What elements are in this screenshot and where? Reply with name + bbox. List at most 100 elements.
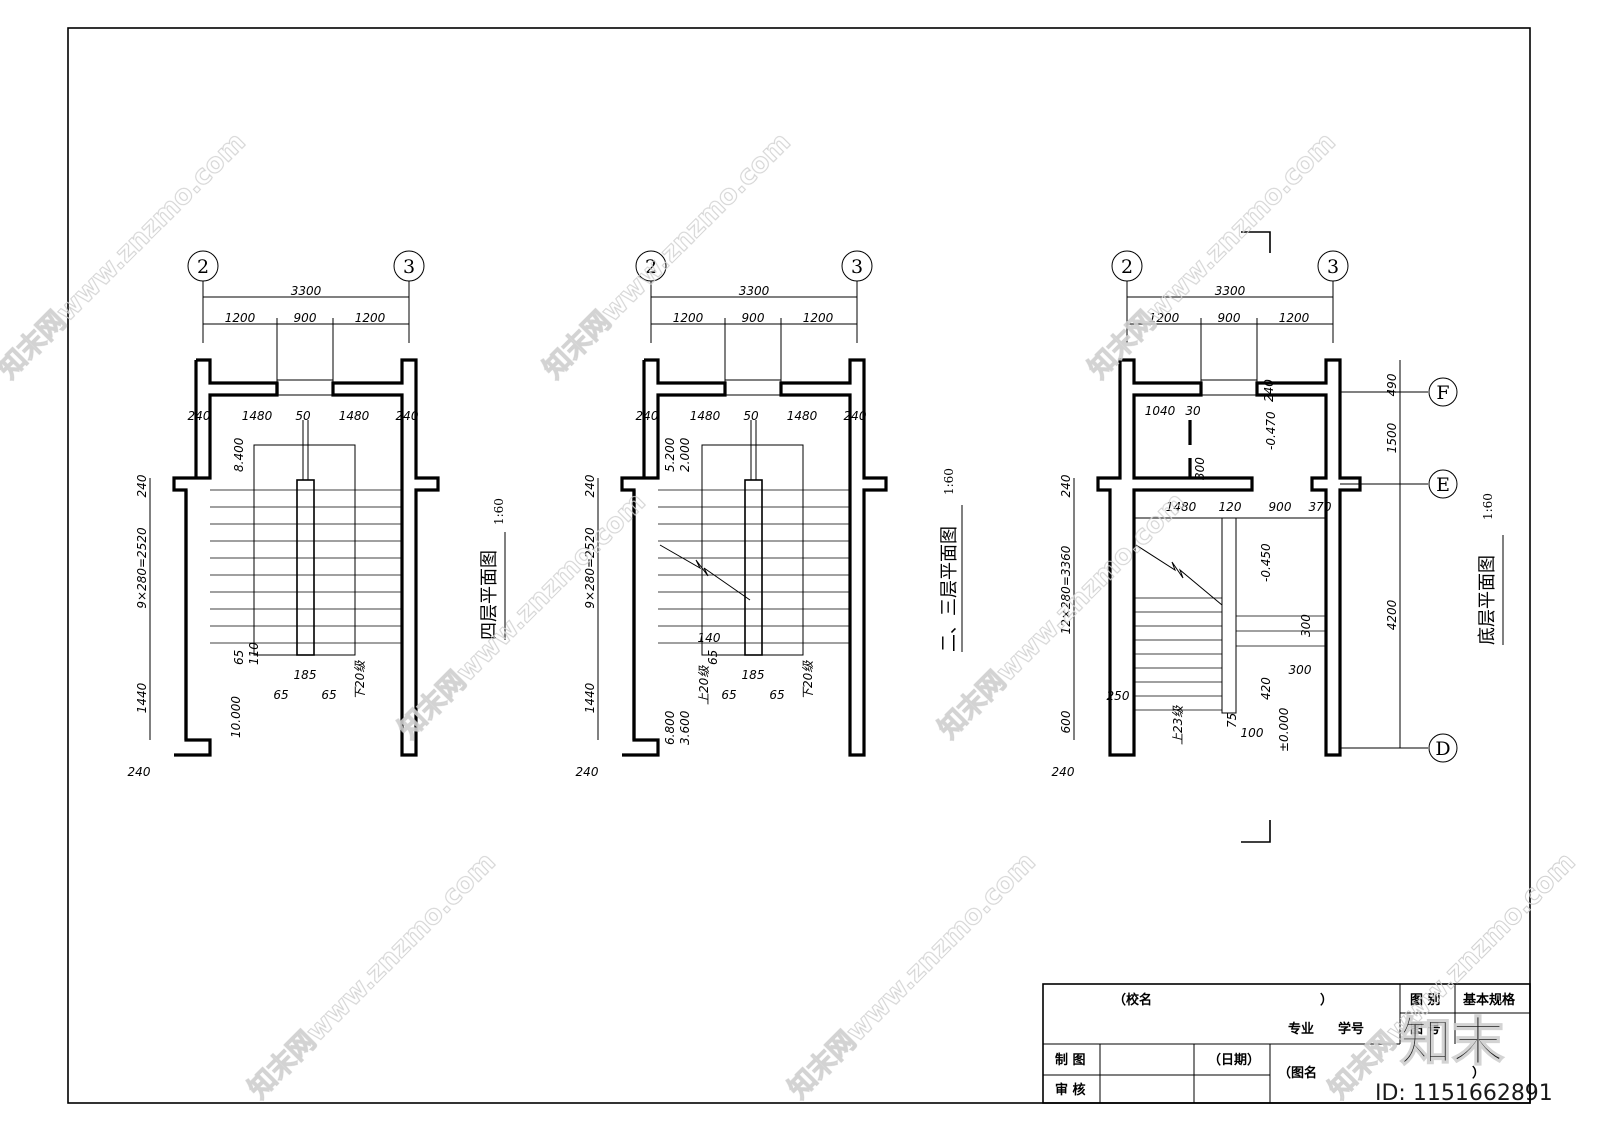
dim-seg: 1200 [803, 311, 834, 325]
title-block: （校名 ） 专业 学号 制 图 审 核 （日期） （图名 ） 图 别 基本规格 … [1042, 983, 1531, 1104]
stair-treads [1134, 597, 1326, 711]
elevation-mark: 10.000 [229, 696, 243, 738]
dim-seg: 1200 [673, 311, 704, 325]
axis-label: 2 [645, 256, 657, 278]
dim-inner: 240 [396, 409, 419, 423]
stair-note: 65 [273, 688, 288, 702]
stair-note: 65 [706, 650, 720, 665]
dim-total: 3300 [291, 284, 322, 298]
drawing-name-close: ） [1472, 1065, 1485, 1081]
stair-note: 下20级 [801, 660, 815, 700]
stair-treads [658, 489, 850, 644]
major-label: 专业 [1288, 1021, 1314, 1037]
stair-note: 110 [247, 642, 261, 665]
stair-note: 65 [769, 688, 784, 702]
plan-scale: 1:60 [942, 468, 956, 495]
dim-seg: 900 [294, 311, 317, 325]
plan-fourth-floor: 2 3 3300 1200 900 1200 240 1480 50 1480 … [128, 250, 506, 779]
dim-inner: 1480 [242, 409, 273, 423]
stair-note: 185 [742, 668, 765, 682]
stair-note: 上20级 [697, 665, 711, 705]
plan-title: 四层平面图 [479, 550, 500, 640]
dim-seg: 1200 [1279, 311, 1310, 325]
dim-inner: 300 [1193, 457, 1207, 480]
dim-inner: 1480 [339, 409, 370, 423]
dim-inner: 240 [1262, 379, 1276, 402]
category-label: 图 别 [1410, 993, 1441, 1008]
stair-note: 140 [698, 631, 721, 645]
dim-left: 9×280=2520 [583, 527, 597, 609]
axis-label: E [1436, 474, 1450, 496]
school-close: ） [1320, 992, 1333, 1008]
watermark: 知末网www.znzmo.com [538, 126, 797, 385]
dim-seg: 1200 [1149, 311, 1180, 325]
stair-note: 100 [1241, 726, 1264, 740]
logo-watermark: 知末 [1400, 1013, 1504, 1073]
axis-label: 3 [851, 256, 863, 278]
dim-inner: 1480 [1166, 500, 1197, 514]
stair-note: 420 [1259, 677, 1273, 700]
student-id-label: 学号 [1338, 1021, 1364, 1037]
dim-left: 240 [135, 474, 149, 497]
dim-inner: 50 [743, 409, 759, 423]
axis-label: 2 [197, 256, 209, 278]
stair-note: 250 [1107, 689, 1130, 703]
dim-left: 240 [576, 765, 599, 779]
plan-ground-floor: 2 3 3300 1200 900 1200 F E D 490 1500 [1052, 231, 1504, 843]
axis-label: 2 [1121, 256, 1133, 278]
sheet-border [67, 27, 1531, 1104]
elevation-mark: 2.000 [678, 437, 692, 472]
plan-second-third-floor: 2 3 3300 1200 900 1200 240 1480 50 1480 … [576, 250, 963, 779]
axis-label: F [1436, 382, 1449, 404]
dim-seg: 900 [742, 311, 765, 325]
dim-inner: 1480 [690, 409, 721, 423]
school-name: （校名 [1113, 992, 1152, 1008]
dim-inner: 120 [1219, 500, 1242, 514]
stair-note: 上23级 [1171, 705, 1185, 745]
dim-inner: 50 [295, 409, 311, 423]
stair-note: 下20级 [353, 660, 367, 700]
stair-note: 300 [1289, 663, 1312, 677]
dim-left: 600 [1059, 710, 1073, 733]
dim-left: 9×280=2520 [135, 527, 149, 609]
dim-left: 240 [128, 765, 151, 779]
stair-note: 300 [1299, 614, 1313, 637]
dim-left: 12×280=3360 [1059, 545, 1073, 634]
dim-inner: 30 [1185, 404, 1201, 418]
plan-title: 底层平面图 [1477, 555, 1498, 645]
date-label: （日期） [1208, 1052, 1260, 1068]
dim-inner: 240 [636, 409, 659, 423]
plan-scale: 1:60 [1481, 493, 1495, 520]
dim-right: 490 [1385, 373, 1399, 396]
reviewer-label: 审 核 [1055, 1082, 1086, 1098]
elevation-mark: -0.450 [1259, 543, 1273, 582]
plan-title: 二、三层平面图 [939, 526, 960, 652]
drawer-label: 制 图 [1055, 1052, 1086, 1068]
dim-left: 240 [1059, 474, 1073, 497]
elevation-mark: 3.600 [678, 710, 692, 745]
stair-note: 65 [232, 650, 246, 665]
dim-inner: 240 [844, 409, 867, 423]
stair-note: 185 [294, 668, 317, 682]
watermark: 知末网www.znzmo.com [243, 846, 502, 1105]
dim-total: 3300 [1215, 284, 1246, 298]
category-value: 基本规格 [1462, 992, 1516, 1008]
axis-label: 3 [1327, 256, 1339, 278]
dim-left: 240 [1052, 765, 1075, 779]
dim-left: 240 [583, 474, 597, 497]
dim-inner: 1480 [787, 409, 818, 423]
dim-total: 3300 [739, 284, 770, 298]
elevation-mark: 5.200 [663, 437, 677, 472]
watermarks: 知末网www.znzmo.com 知末网www.znzmo.com 知末网www… [0, 126, 1582, 1106]
dim-seg: 900 [1218, 311, 1241, 325]
watermark: 知末网www.znzmo.com [933, 486, 1192, 745]
elevation-mark: 6.800 [663, 710, 677, 745]
dim-right: 4200 [1385, 599, 1399, 630]
elevation-mark: -0.470 [1264, 411, 1278, 450]
dim-inner: 900 [1269, 500, 1292, 514]
number-label: 图 号 [1410, 1022, 1441, 1037]
watermark: 知末网www.znzmo.com [783, 846, 1042, 1105]
id-watermark: ID: 1151662891 [1375, 1081, 1553, 1106]
axis-label: D [1435, 738, 1450, 760]
